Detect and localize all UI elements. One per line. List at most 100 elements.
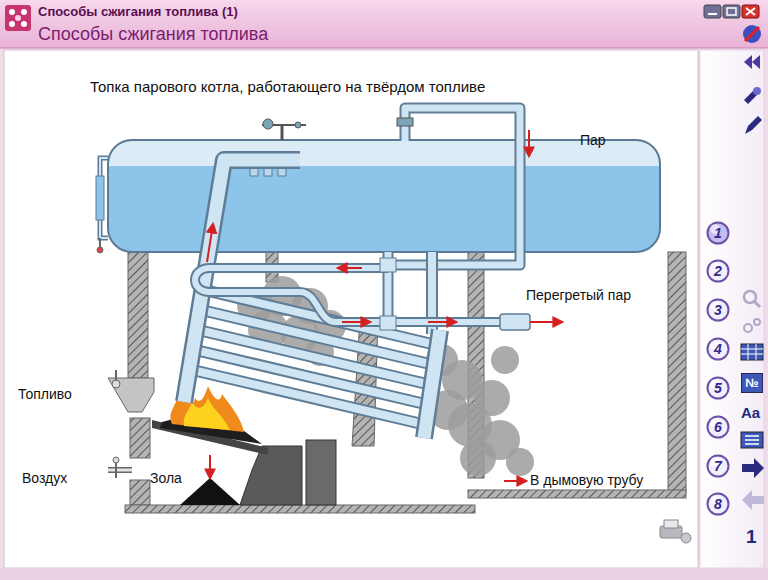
safety-valve: [295, 122, 301, 128]
printer-icon: [681, 533, 691, 543]
brick-walls: [130, 418, 150, 458]
section-button: 7: [706, 454, 730, 478]
button-label: №: [745, 377, 758, 389]
part-label: Воздух: [22, 470, 112, 487]
flow-arrows: [342, 321, 370, 323]
part-label: В дымовую трубу: [530, 472, 690, 489]
brick-walls: [125, 505, 475, 513]
sidebar-icons: [745, 27, 759, 41]
flow-arrows: [530, 321, 562, 323]
printer-icon: [664, 520, 678, 528]
bridge-wall: [306, 440, 336, 505]
ash-pile: [180, 478, 240, 505]
window-buttons: [723, 5, 740, 18]
window-frame: [0, 48, 768, 49]
font-button: Aa: [741, 404, 768, 422]
air-inlet: [108, 469, 132, 472]
window-frame: [0, 568, 768, 580]
section-button: 8: [706, 492, 730, 516]
window-buttons: [727, 8, 736, 15]
flow-arrows: [338, 267, 362, 269]
sidebar-icons: [754, 319, 760, 325]
circle-outline: [708, 494, 729, 515]
sidebar-icons: [745, 436, 759, 444]
window-buttons: [708, 13, 717, 15]
safety-valve: [262, 119, 306, 140]
window-frame: [700, 50, 764, 568]
section-button: 5: [706, 376, 730, 400]
section-button: 1: [706, 221, 730, 245]
brick-walls: [668, 252, 686, 492]
superheater: [500, 314, 530, 330]
water-gauge: [97, 247, 103, 253]
smoke: [460, 440, 496, 476]
fuel-hopper: [108, 370, 154, 412]
sidebar-icons: [742, 490, 764, 510]
boiler-drum: [108, 140, 660, 256]
sidebar-icons: [744, 55, 760, 69]
window-frame: [0, 0, 768, 48]
window-buttons: [704, 5, 759, 18]
callout-number: 3: [714, 303, 722, 317]
window-buttons: [742, 5, 759, 18]
water-tubes: [184, 288, 432, 424]
part-label: Топливо: [18, 386, 108, 403]
air-inlet: [113, 457, 119, 463]
callout-number: 6: [714, 420, 722, 434]
fuel-hopper: [112, 380, 120, 388]
steam-pipe: [388, 108, 520, 265]
steam-pipe: [397, 118, 413, 126]
flow-arrows: [528, 130, 530, 156]
water-tubes: [424, 330, 440, 438]
callout-number: 8: [714, 497, 722, 511]
safety-valve: [263, 119, 273, 129]
smoke: [506, 448, 534, 476]
circle-outline: [708, 223, 729, 244]
sidebar-icons: [754, 301, 760, 307]
number-button: №: [741, 373, 763, 393]
water-tubes: [184, 160, 300, 402]
callout-number: 5: [714, 381, 722, 395]
sidebar-icons: [741, 432, 763, 448]
superheater: [195, 268, 500, 322]
flow-arrows: [207, 130, 562, 481]
circle-outline: [708, 417, 729, 438]
sidebar-icons: [741, 344, 763, 360]
window-frame: [4, 50, 698, 568]
safety-valve: [281, 126, 284, 140]
app-icon: [21, 21, 27, 27]
water-tubes: [184, 160, 300, 402]
superheater: [380, 258, 396, 272]
app-icon: [21, 9, 27, 15]
diagram-heading: Топка парового котла, работающего на твё…: [90, 78, 630, 96]
bridge-wall: [240, 446, 302, 505]
fuel-hopper: [108, 378, 154, 412]
smoke: [491, 346, 519, 374]
part-label: Пар: [580, 132, 650, 149]
brick-walls: [468, 490, 686, 498]
sidebar-icons: [744, 324, 752, 332]
circle-outline: [708, 456, 729, 477]
circle-outline: [708, 339, 729, 360]
water-tubes: [424, 330, 440, 438]
app-icon: [5, 5, 31, 31]
sidebar-icons: [743, 25, 761, 43]
steam-pipe: [388, 108, 520, 265]
ash-pile: [180, 478, 240, 505]
printer-icon: [660, 520, 691, 543]
brick-walls: [130, 480, 150, 505]
air-inlet: [108, 457, 132, 478]
superheater: [195, 268, 500, 322]
sidebar-icons: [745, 116, 762, 134]
page-number: 1: [746, 526, 768, 549]
callout-number: 2: [714, 264, 722, 278]
circle-outline: [708, 300, 729, 321]
steam-pipe: [388, 108, 520, 265]
subtitle: Способы сжигания топлива: [38, 24, 478, 46]
app-icon: [15, 15, 21, 21]
callout-number: 1: [714, 226, 722, 240]
